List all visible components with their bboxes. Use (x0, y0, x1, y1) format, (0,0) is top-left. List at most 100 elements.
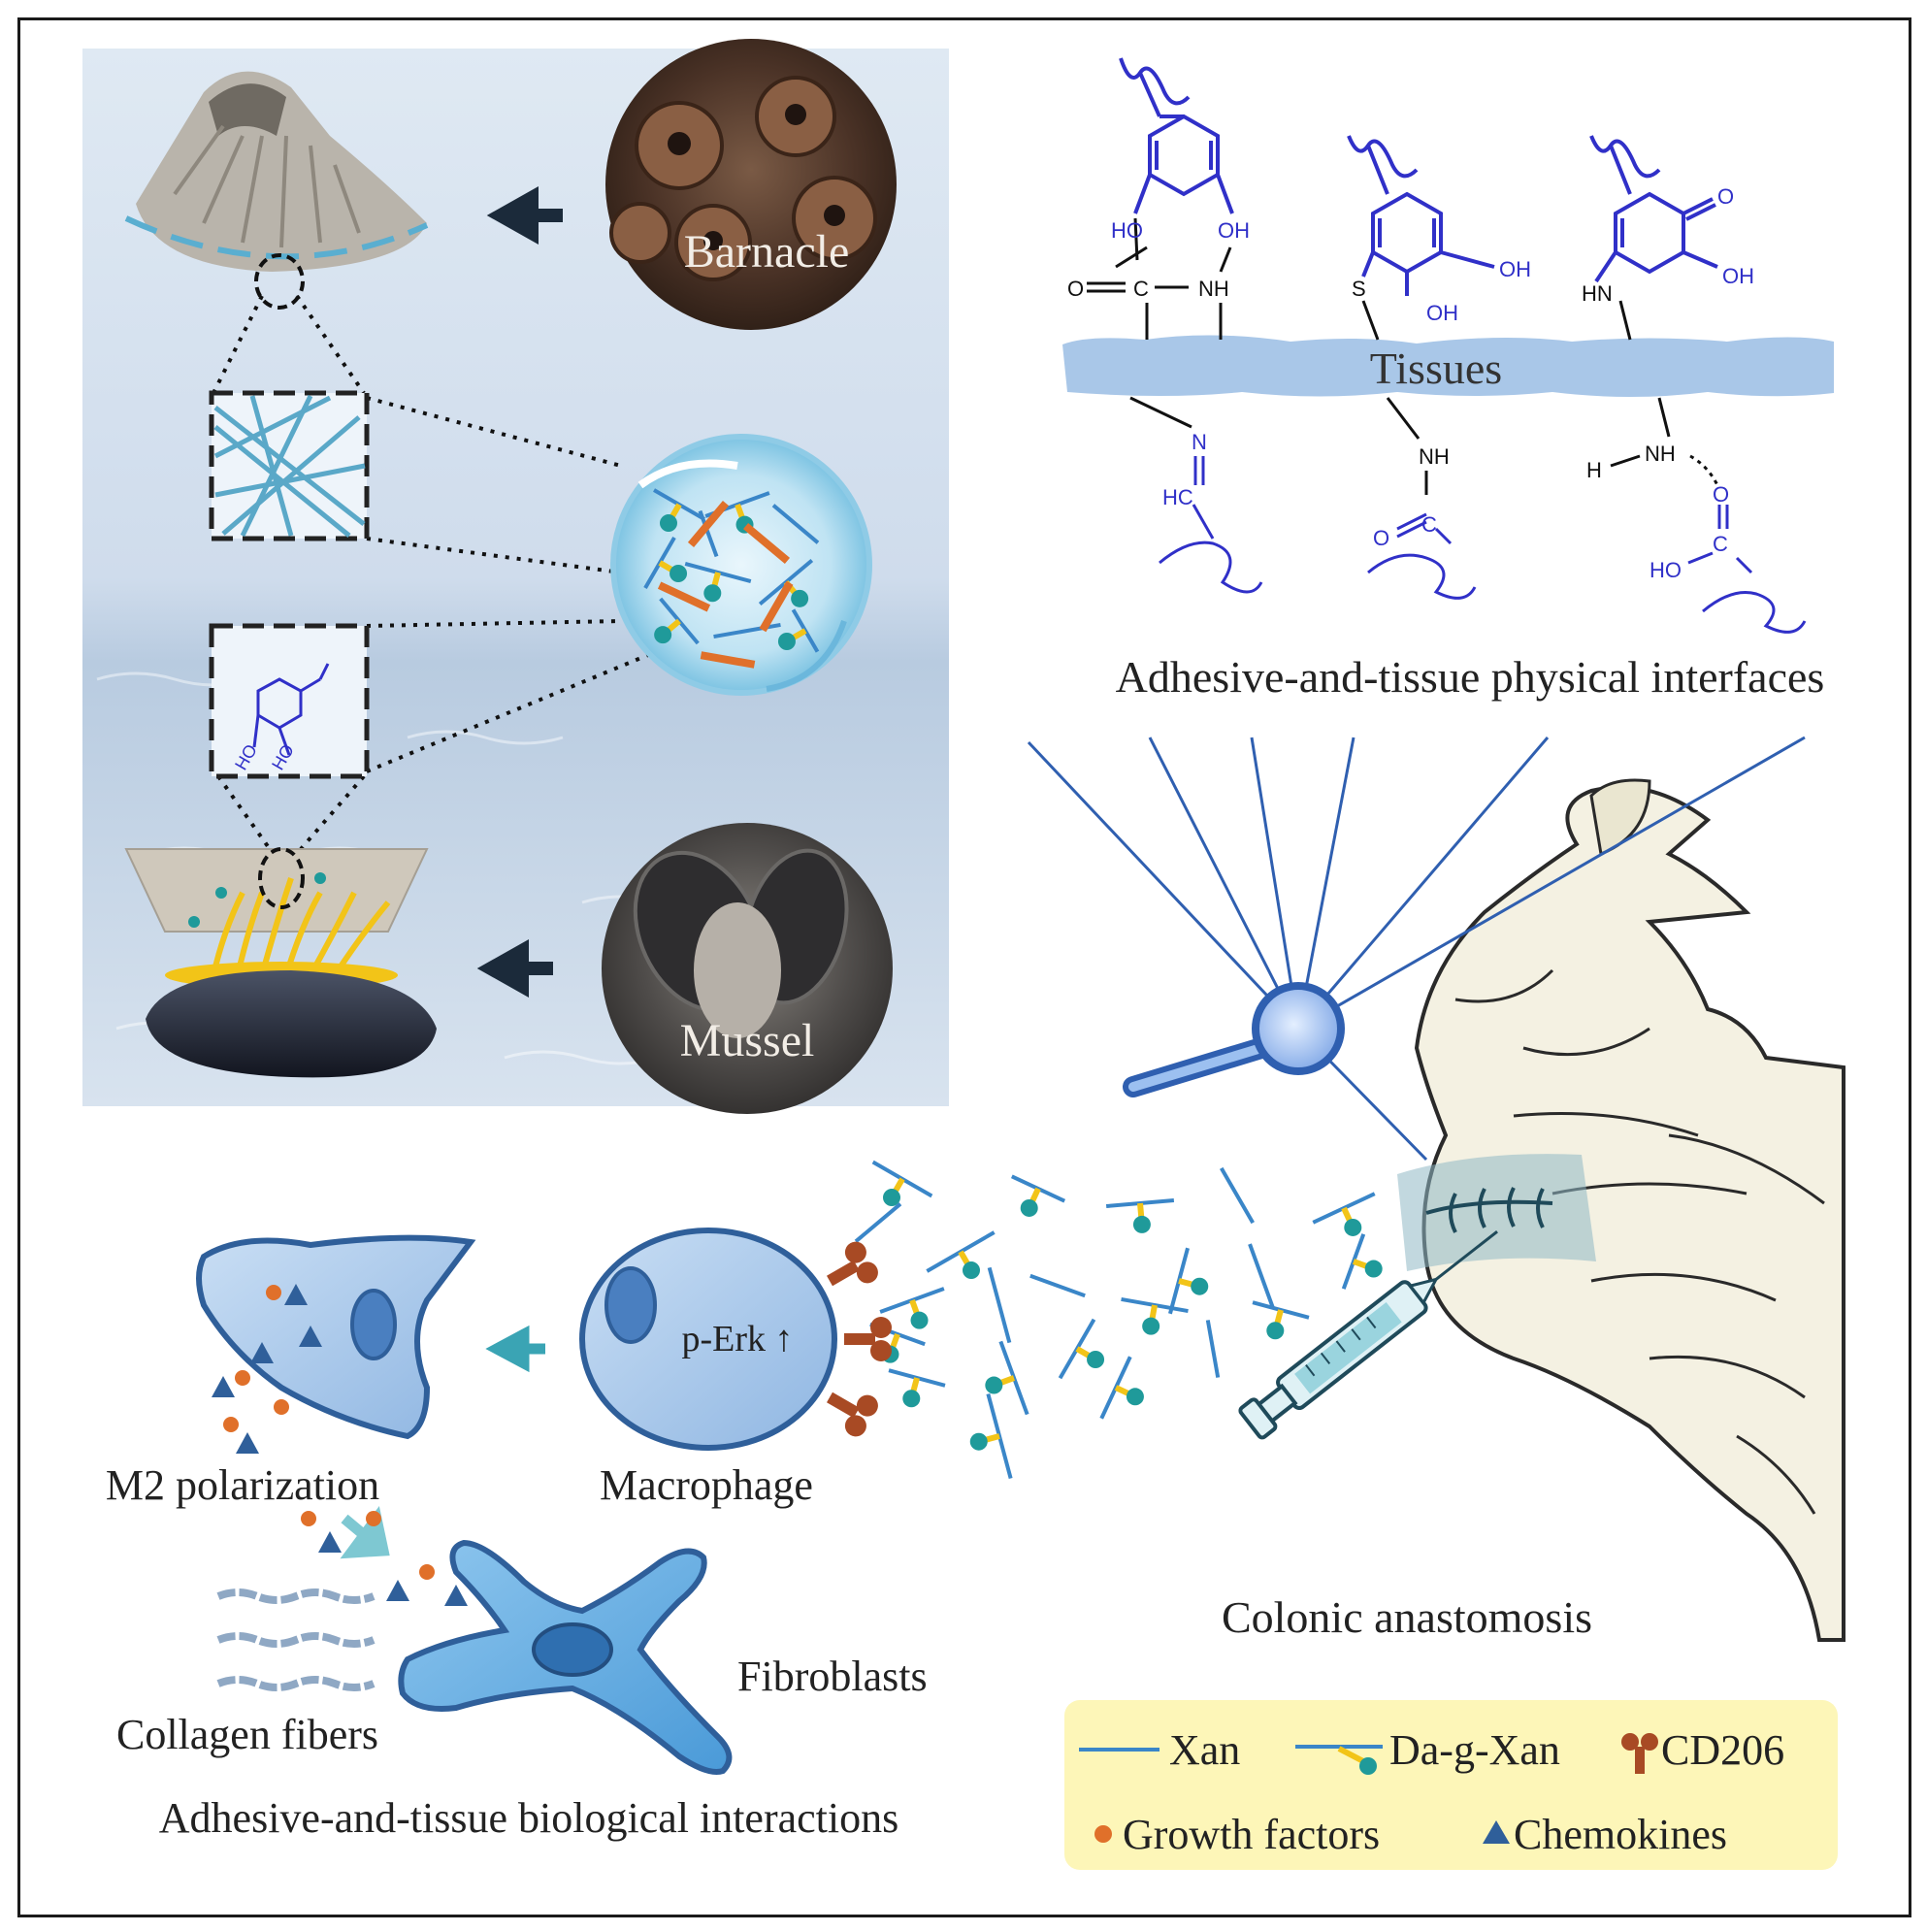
svg-text:NH: NH (1419, 444, 1450, 469)
left-arrow-barnacle (486, 186, 563, 245)
da-g-xan-particle (888, 1368, 946, 1408)
xan-particle (698, 509, 719, 558)
xan-particle (987, 1266, 1012, 1344)
xan-particle (854, 1202, 902, 1243)
legend-chemokines-label: Chemokines (1514, 1811, 1727, 1858)
legend-da-g-xan-swatch (1295, 1745, 1383, 1775)
crosslink (759, 580, 794, 633)
syringe-icon (1238, 1229, 1498, 1440)
macrophage-cell: p-Erk ↑ (579, 1228, 837, 1451)
svg-text:S: S (1352, 277, 1366, 301)
chemokine (444, 1585, 468, 1606)
growth-factor (223, 1417, 239, 1432)
xan-particle (1205, 1320, 1221, 1378)
svg-text:HO: HO (1111, 218, 1143, 243)
chemokine (236, 1432, 259, 1454)
sutures (1425, 1187, 1553, 1233)
da-g-xan-particle (1121, 1296, 1189, 1335)
arrow-to-m2 (485, 1325, 545, 1373)
svg-text:O: O (1373, 526, 1389, 550)
da-g-xan-particle (1312, 1192, 1376, 1236)
bioinspiration-panel: Barnacle (82, 39, 949, 1114)
xan-particle (713, 622, 781, 639)
legend-cd206-label: CD206 (1661, 1726, 1784, 1774)
da-g-xan-particle (1252, 1300, 1310, 1340)
colon-illustration (1397, 778, 1845, 1642)
barnacle-label: Barnacle (684, 226, 850, 278)
legend-growth-factors-label: Growth factors (1123, 1811, 1380, 1858)
da-g-xan-particle (1099, 1356, 1144, 1420)
chemokine (318, 1531, 342, 1553)
colonic-anastomosis-label: Colonic anastomosis (1222, 1592, 1592, 1642)
growth-factor (266, 1285, 281, 1300)
chemokine (212, 1376, 235, 1397)
da-g-xan-particle (684, 562, 752, 603)
legend: Xan Da-g-Xan CD206 Growth factors Chemok… (1064, 1700, 1838, 1870)
growth-factor (419, 1564, 435, 1580)
tissues-label: Tissues (1370, 344, 1502, 393)
zoom-lines (212, 294, 661, 851)
da-g-xan-particle (777, 608, 820, 653)
mussel-photo: Mussel (602, 823, 893, 1114)
svg-text:OH: OH (1218, 218, 1250, 243)
biology-panel: p-Erk ↑ M2 polarization Macrophage Fibro… (106, 1228, 928, 1842)
polymer-particles (854, 1160, 1383, 1479)
crosslink (700, 651, 756, 669)
growth-factor (366, 1511, 381, 1526)
molecule-imine: N HC (1129, 396, 1263, 594)
chemokine (250, 1342, 274, 1363)
molecule-hydrogen-bond: H NH O C HO (1586, 397, 1807, 634)
magnifier-icon (1027, 736, 1806, 1162)
da-g-xan-particle (969, 1393, 1013, 1479)
da-g-xan-particle (1341, 1233, 1383, 1290)
perk-label: p-Erk ↑ (681, 1319, 793, 1359)
da-g-xan-particle (1010, 1174, 1066, 1217)
svg-text:C: C (1133, 277, 1149, 301)
cd206-receptor (826, 1392, 878, 1437)
svg-text:NH: NH (1645, 442, 1676, 466)
svg-text:HN: HN (1582, 281, 1613, 306)
svg-text:N: N (1192, 430, 1207, 454)
mussel-adhesion-illustration (124, 847, 437, 1078)
svg-text:C: C (1713, 532, 1728, 556)
barnacle-shell-illustration (124, 71, 429, 310)
da-g-xan-particle (1058, 1318, 1105, 1380)
svg-text:OH: OH (1722, 264, 1754, 288)
xan-particle (1248, 1243, 1275, 1309)
legend-da-g-xan-label: Da-g-Xan (1389, 1726, 1560, 1774)
molecule-amide-labels: HO OH O C NH (1067, 218, 1250, 301)
cd206-receptors (826, 1241, 892, 1437)
svg-text:C: C (1421, 512, 1437, 537)
fibroblast-cell (398, 1539, 733, 1775)
fibroblast-secretions (301, 1511, 468, 1606)
crosslink (657, 581, 711, 612)
svg-text:O: O (1713, 482, 1729, 507)
molecule-amide (1087, 57, 1234, 340)
xan-particle (771, 504, 820, 544)
growth-factor (301, 1511, 316, 1526)
chemokine (284, 1284, 308, 1305)
physical-interfaces-title: Adhesive-and-tissue physical interfaces (1116, 652, 1825, 702)
molecule-quinone-labels: O OH HN (1582, 184, 1754, 306)
svg-text:H: H (1586, 458, 1602, 482)
collagen-fibers-label: Collagen fibers (116, 1711, 378, 1758)
xan-particle (1029, 1273, 1086, 1298)
legend-cd206-icon (1621, 1733, 1658, 1774)
cd206-receptor (844, 1317, 892, 1361)
tissue-band (1062, 335, 1834, 397)
molecule-thioether (1347, 135, 1495, 341)
molecule-quinone (1589, 135, 1718, 341)
zoom-circle (254, 253, 305, 310)
svg-text:HC: HC (1162, 485, 1193, 509)
growth-factor (274, 1399, 289, 1415)
svg-text:OH: OH (1499, 257, 1531, 281)
m2-macrophage-cell (196, 1234, 476, 1440)
mussel-label: Mussel (680, 1015, 815, 1066)
chemistry-panel: Tissues HO OH O C (1062, 57, 1834, 702)
fiber-network-inset (209, 390, 370, 541)
da-g-xan-particle (926, 1230, 996, 1280)
growth-factor (235, 1370, 250, 1386)
chemokine (386, 1580, 409, 1601)
hydrogel-bubble (610, 434, 872, 696)
